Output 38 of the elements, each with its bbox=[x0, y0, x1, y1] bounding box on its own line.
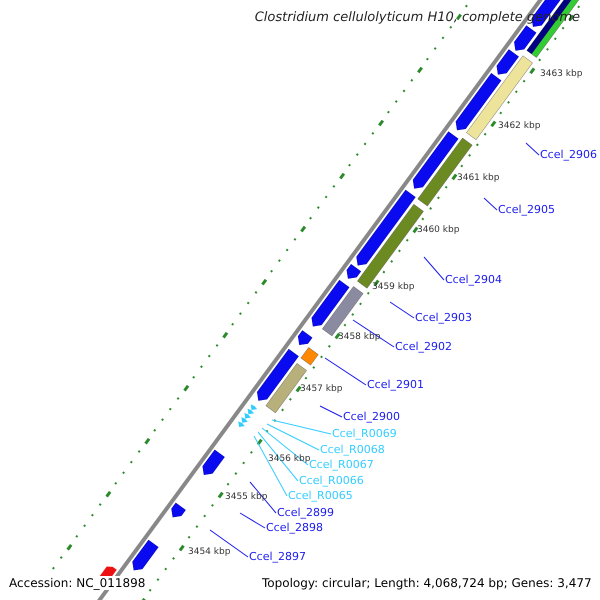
gene-label: Ccel_2904 bbox=[445, 274, 502, 285]
leader-line bbox=[324, 358, 366, 386]
leader-line bbox=[352, 320, 394, 348]
gene-label: Ccel_R0067 bbox=[309, 459, 374, 470]
position-label: 3462 kbp bbox=[498, 122, 540, 131]
position-label: 3460 kbp bbox=[417, 226, 460, 235]
genome-info-text: Topology: circular; Length: 4,068,724 bp; Genes: 3,477 bbox=[262, 576, 592, 590]
title: Clostridium cellulolyticum H10, complete genome bbox=[254, 11, 580, 24]
gene-label: Ccel_R0066 bbox=[299, 475, 364, 486]
position-label: 3463 kbp bbox=[540, 70, 582, 79]
gene-label: Ccel_2902 bbox=[395, 341, 452, 352]
leader-line bbox=[484, 198, 498, 210]
leader-line bbox=[272, 420, 332, 434]
gene-label: Ccel_R0065 bbox=[288, 490, 353, 501]
leader-line bbox=[390, 302, 414, 318]
leader-line bbox=[424, 256, 444, 280]
leader-line bbox=[266, 424, 320, 450]
gene-label: Ccel_2905 bbox=[498, 204, 556, 215]
gene-label: Ccel_2900 bbox=[343, 411, 400, 422]
position-label: 3461 kbp bbox=[457, 174, 500, 183]
gene-label: Ccel_2906 bbox=[540, 149, 598, 160]
gene-label: Ccel_2901 bbox=[367, 379, 424, 390]
gene-label: Ccel_2898 bbox=[266, 522, 324, 533]
leader-line bbox=[254, 436, 288, 496]
gene-label: Ccel_2903 bbox=[415, 312, 472, 323]
leader-line bbox=[210, 530, 248, 558]
gene-label: Ccel_R0068 bbox=[320, 444, 385, 455]
leader-line bbox=[320, 406, 342, 418]
position-label: 3457 kbp bbox=[300, 385, 342, 394]
leader-line bbox=[240, 512, 266, 528]
genome-info-text: Accession: NC_011898 bbox=[9, 576, 146, 590]
gene-label: Ccel_R0069 bbox=[332, 428, 397, 439]
position-label: 3458 kbp bbox=[338, 333, 380, 342]
position-label: 3459 kbp bbox=[372, 283, 414, 292]
gene-label: Ccel_2899 bbox=[277, 507, 334, 518]
gene-label: Ccel_2897 bbox=[249, 551, 306, 562]
position-label: 3454 kbp bbox=[188, 548, 230, 557]
leader-line bbox=[526, 142, 540, 156]
